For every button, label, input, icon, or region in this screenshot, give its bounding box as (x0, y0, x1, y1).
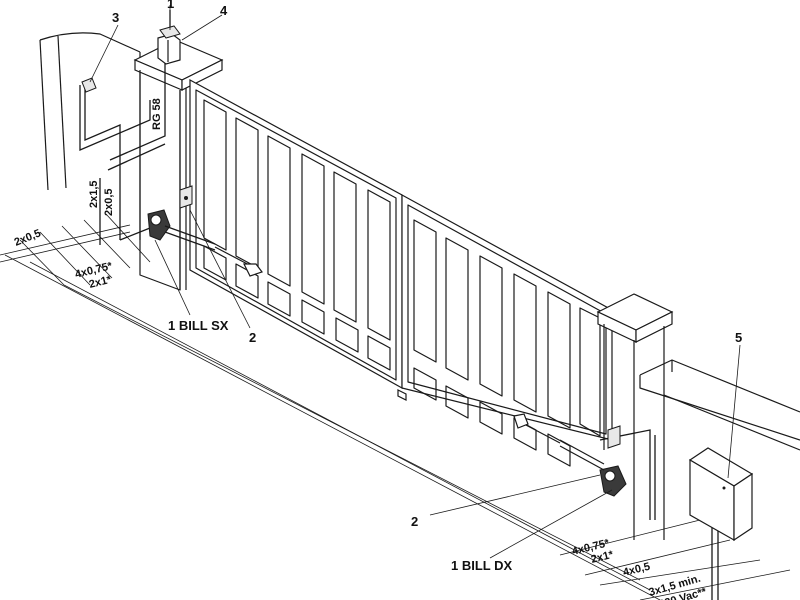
callout-labels: 1 4 3 2 2 5 1 BILL SX 1 BILL DX (112, 0, 742, 573)
callout-1: 1 (167, 0, 174, 11)
leader-lines (89, 5, 741, 559)
right-wall (639, 359, 800, 451)
cable-runs (79, 10, 719, 600)
gate-leaf-right (397, 193, 613, 467)
flashing-lamp (157, 25, 181, 65)
callout-2-bottom: 2 (411, 514, 418, 529)
callout-2-top: 2 (249, 330, 256, 345)
cable-2x0-5-vertical-label: 2x0,5 (103, 188, 115, 216)
cable-2x0-5-ground-label: 2x0,5 (13, 227, 43, 248)
cable-2x1-right-label: 2x1* (590, 549, 616, 566)
ground-cable-trench (0, 213, 791, 600)
cable-4x0-5-right-label: 4x0,5 (622, 561, 652, 579)
motor-right-label: 1 BILL DX (451, 558, 512, 573)
motor-left-label: 1 BILL SX (168, 318, 229, 333)
photocell-post-right (607, 425, 621, 449)
photocell-left (81, 77, 97, 93)
gate-leaf-left (189, 78, 403, 390)
cable-2x1-5-label: 2x1,5 (88, 180, 100, 208)
callout-4: 4 (220, 3, 228, 18)
cable-2x1-left-label: 2x1* (88, 274, 114, 291)
callout-5: 5 (735, 330, 742, 345)
photocell-post-left (179, 185, 193, 209)
motor-right (513, 413, 627, 497)
motor-left (147, 209, 263, 277)
cable-antenna-label: RG 58 (151, 98, 163, 130)
callout-3: 3 (112, 10, 119, 25)
control-box (688, 447, 754, 542)
right-pillar (596, 293, 674, 540)
